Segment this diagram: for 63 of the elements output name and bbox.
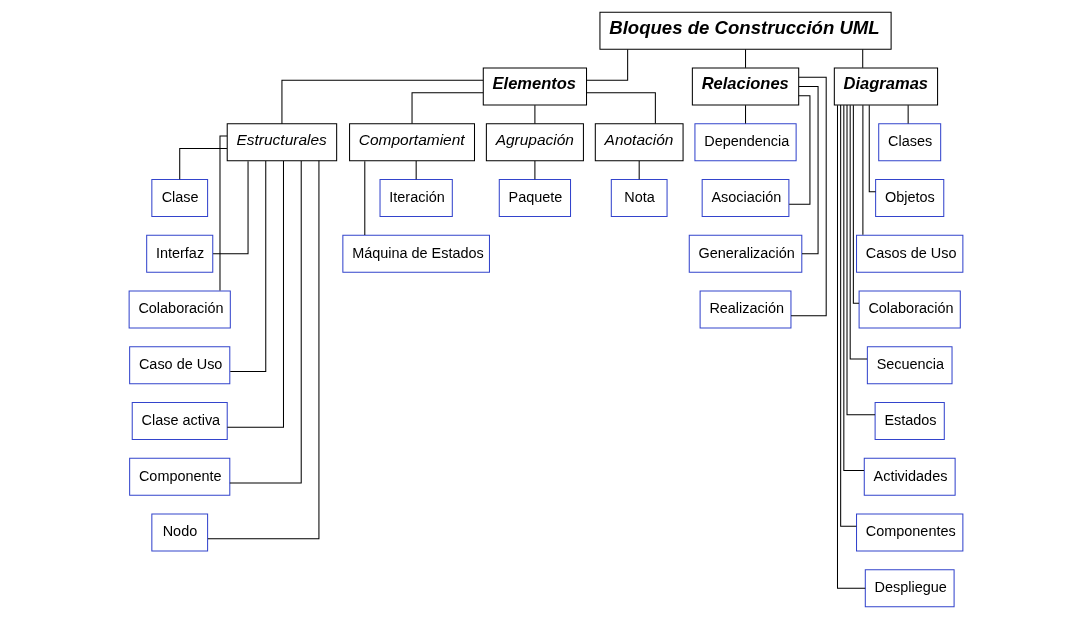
node-box: Componente — [128, 457, 230, 496]
connector — [861, 104, 863, 236]
connector — [229, 160, 266, 372]
node-box: Clase activa — [131, 401, 228, 441]
connector — [178, 147, 227, 180]
node-box: Elementos — [482, 67, 587, 106]
connector — [415, 160, 417, 180]
connector — [798, 85, 819, 255]
node-box: Bloques de Construcción UML — [598, 11, 892, 50]
node-box: Iteración — [379, 178, 453, 218]
node-box: Máquina de Estados — [341, 234, 490, 273]
connector — [228, 160, 302, 484]
node-box: Generalización — [688, 234, 802, 273]
node-box: Relaciones — [691, 67, 799, 106]
node-box: Casos de Uso — [855, 234, 963, 273]
node-box: Nodo — [150, 513, 208, 552]
connector — [907, 104, 909, 124]
connector — [846, 104, 876, 416]
connector — [411, 92, 484, 124]
connector — [533, 104, 535, 124]
connector — [836, 104, 866, 589]
connector — [280, 79, 484, 125]
connector — [861, 49, 863, 69]
connector — [212, 160, 249, 255]
connector — [206, 160, 319, 540]
node-box: Estados — [874, 401, 945, 441]
node-box: Colaboración — [858, 290, 961, 329]
node-box: Nota — [610, 178, 668, 218]
node-box: Interfaz — [145, 234, 213, 273]
node-box: Realización — [699, 290, 791, 329]
node-box: Diagramas — [833, 67, 938, 106]
connector — [868, 104, 876, 193]
node-box: Anotación — [594, 123, 684, 162]
connector — [585, 92, 656, 124]
node-box: Clase — [150, 178, 208, 218]
node-box: Asociación — [701, 178, 789, 218]
node-box: Clases — [877, 123, 941, 162]
connector — [226, 160, 284, 428]
node-box: Paquete — [498, 178, 571, 218]
node-box: Despliegue — [864, 569, 955, 608]
node-box: Dependencia — [693, 123, 797, 162]
connector — [852, 104, 859, 304]
connector — [849, 104, 868, 360]
node-box: Caso de Uso — [128, 346, 230, 385]
node-box: Actividades — [863, 457, 956, 496]
connector — [839, 104, 857, 527]
connector — [585, 48, 628, 81]
node-box: Secuencia — [866, 346, 953, 385]
connector — [842, 104, 864, 472]
connector — [638, 160, 640, 180]
node-box: Agrupación — [485, 123, 584, 162]
connector — [790, 76, 827, 317]
node-box: Componentes — [855, 513, 963, 552]
connector — [218, 135, 228, 292]
node-box: Estructurales — [226, 123, 337, 162]
node-box: Objetos — [874, 178, 944, 218]
connector — [533, 160, 535, 180]
node-box: Colaboración — [128, 290, 231, 329]
connector — [744, 49, 746, 69]
connector — [363, 160, 365, 236]
connector — [744, 104, 746, 124]
connector — [788, 95, 810, 205]
node-box: Comportamient — [348, 123, 475, 162]
